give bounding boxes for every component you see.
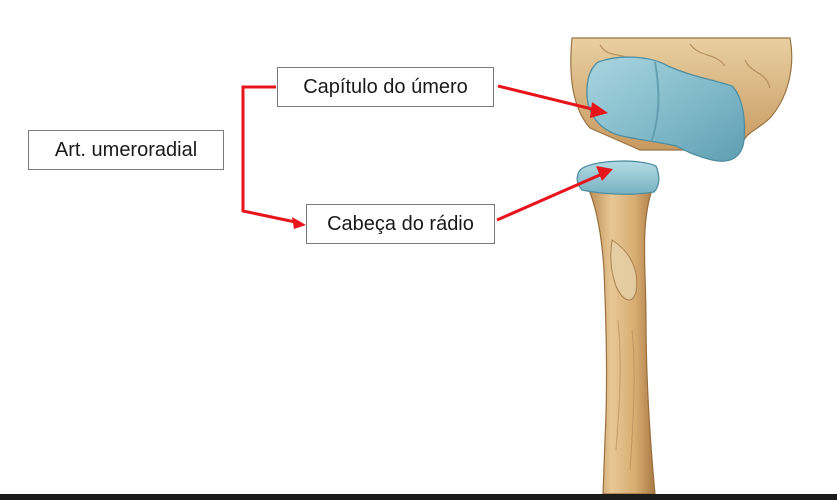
capitulum-label: Capítulo do úmero xyxy=(277,67,494,107)
radial-head-label-text: Cabeça do rádio xyxy=(327,212,474,235)
radius-texture xyxy=(615,319,635,471)
capitulum-cartilage xyxy=(586,56,746,162)
bracket-connector xyxy=(241,85,306,229)
radial-head-label: Cabeça do rádio xyxy=(306,204,495,244)
arrow-to-capitulum xyxy=(497,84,608,118)
radius-shaft xyxy=(587,187,656,495)
arrow-to-radial-head xyxy=(496,166,613,222)
bottom-border xyxy=(0,494,837,500)
capitulum-label-text: Capítulo do úmero xyxy=(303,75,468,98)
radius-tuberosity xyxy=(610,239,638,301)
joint-label: Art. umeroradial xyxy=(28,130,224,170)
humerus-texture xyxy=(599,43,771,101)
radial-head-cartilage xyxy=(576,160,660,195)
joint-label-text: Art. umeroradial xyxy=(54,138,198,161)
capitulum-groove xyxy=(651,61,660,141)
